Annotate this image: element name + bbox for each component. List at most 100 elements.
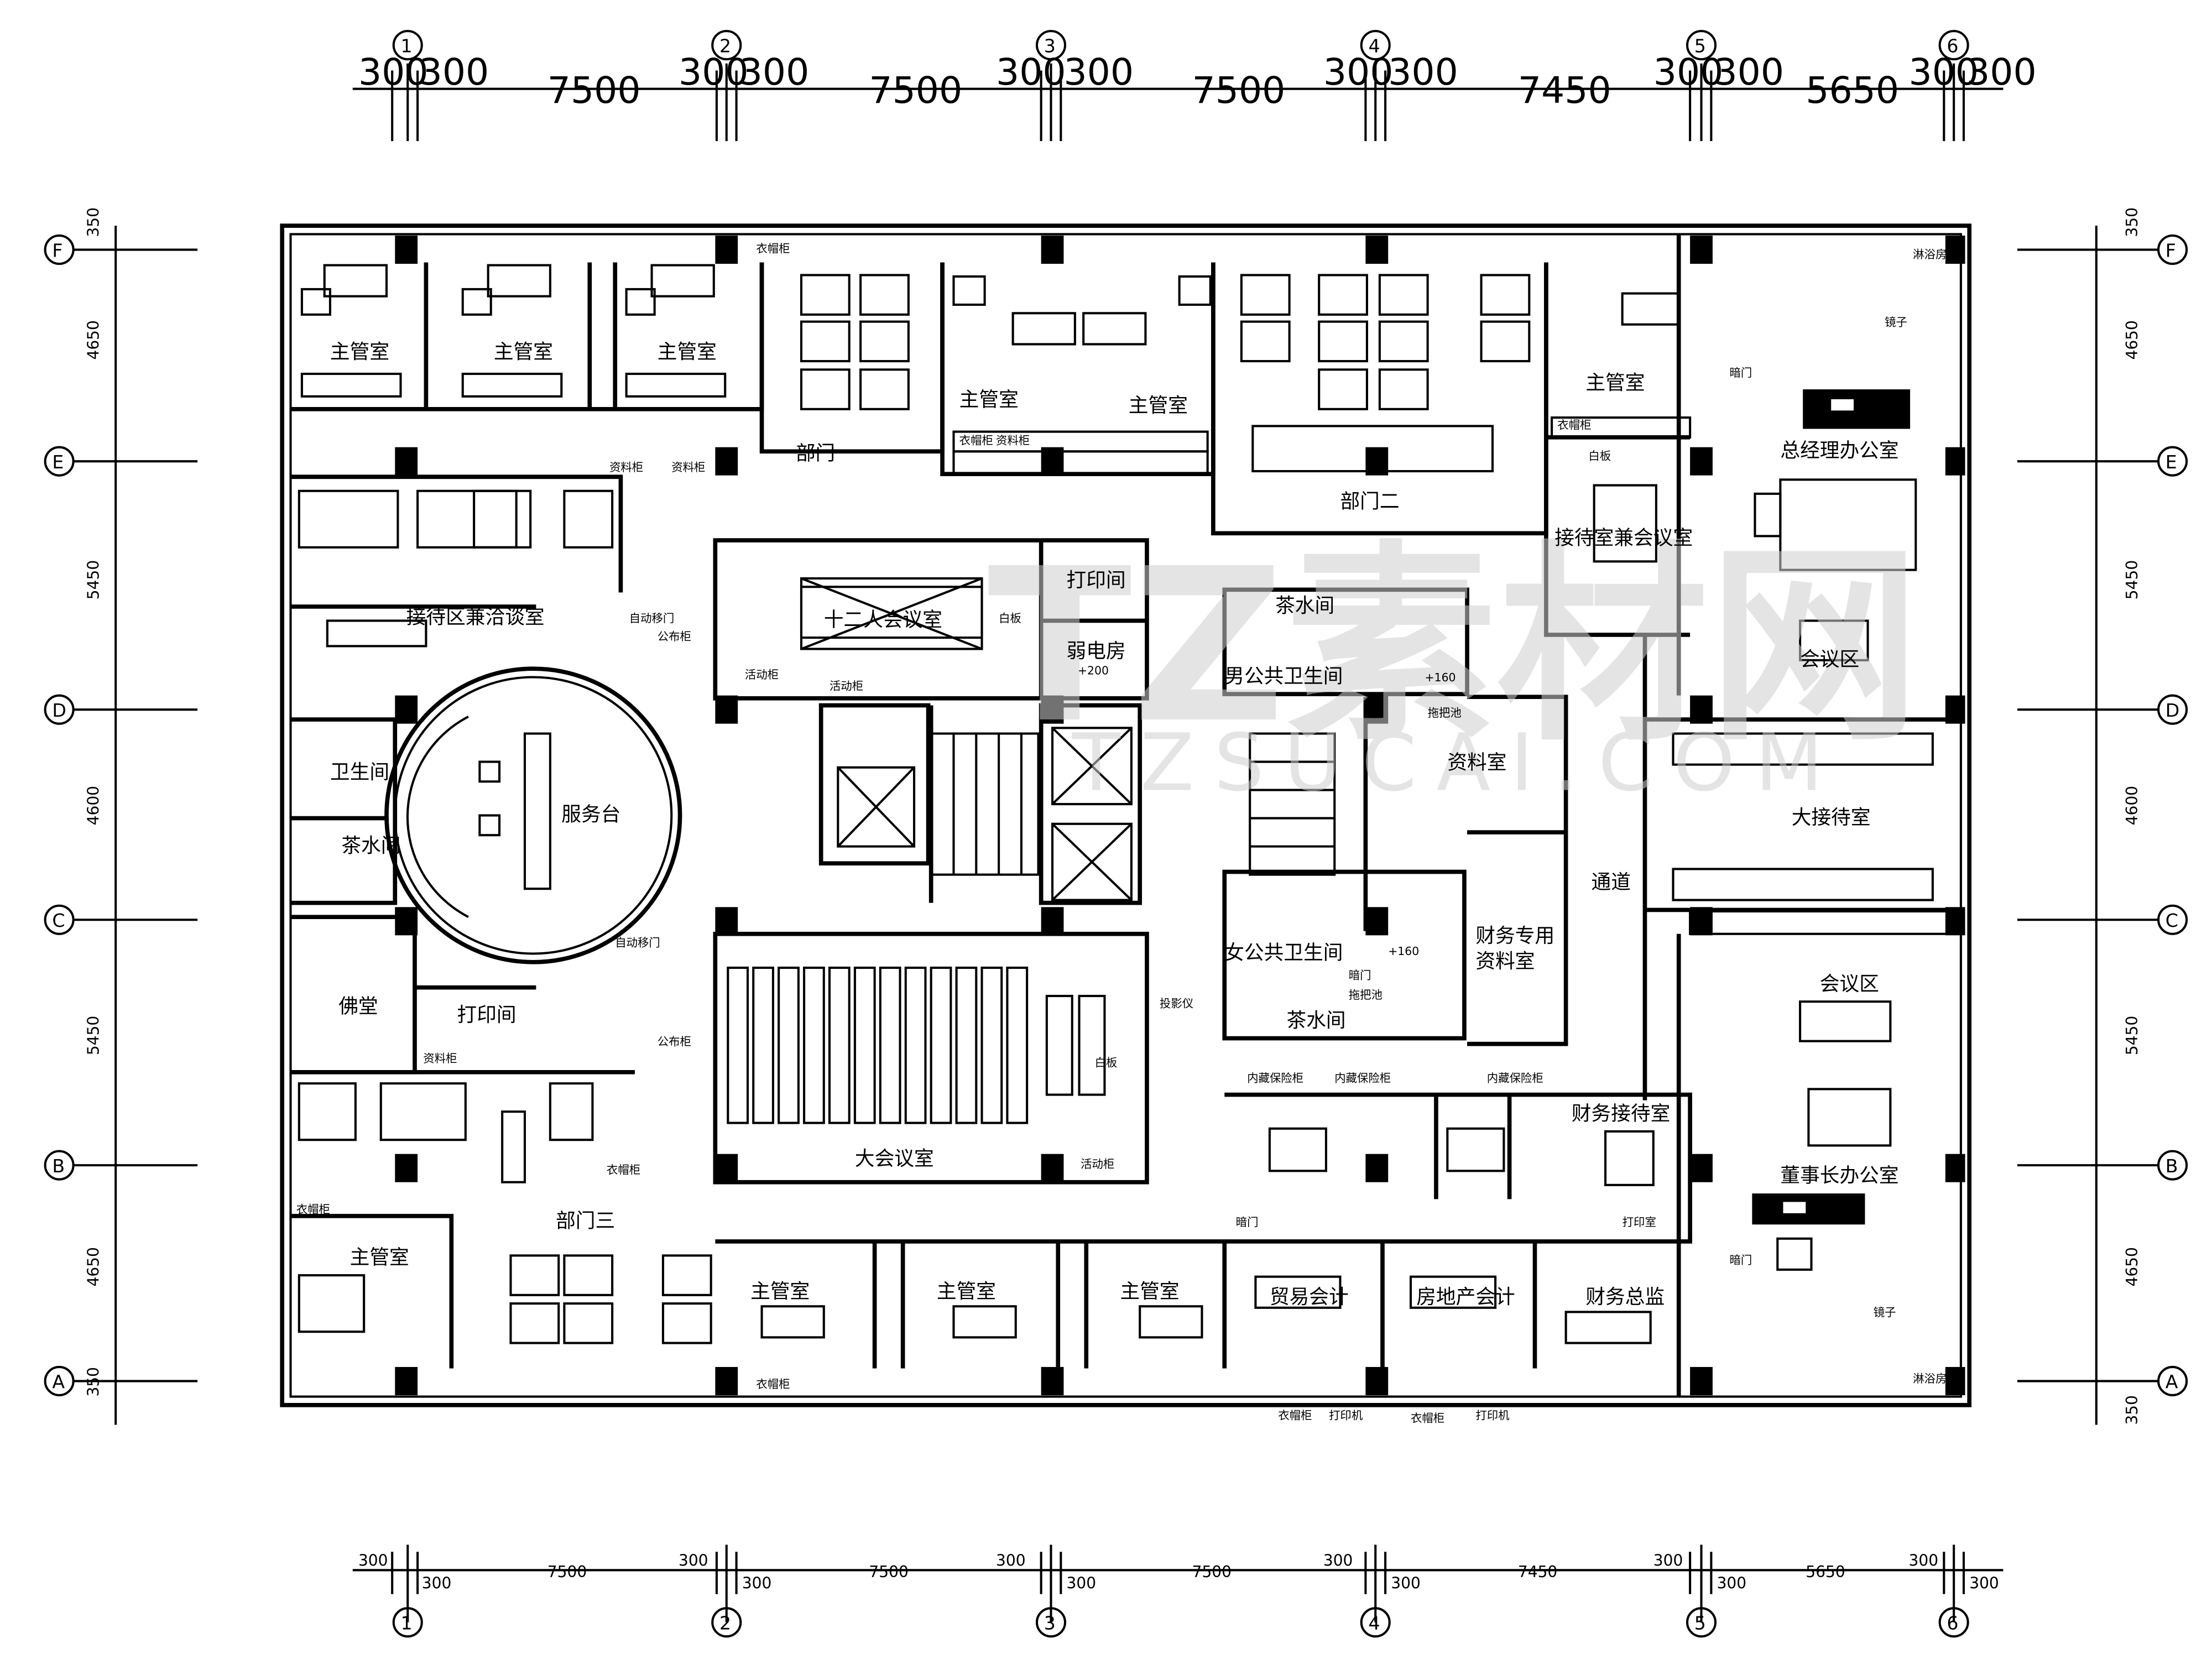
label-whiteboard-1: 白板	[1588, 450, 1611, 463]
label-projector: 投影仪	[1160, 997, 1193, 1010]
label-wardrobe-1: 衣帽柜	[756, 242, 790, 255]
axis-col-3-top: 3	[1044, 35, 1056, 56]
dim-side-right-1: 4650	[2123, 320, 2141, 359]
label-print-room-small: 打印室	[1623, 1215, 1656, 1229]
axis-row-A-right: A	[2166, 1371, 2178, 1392]
watermark-main: TZ素材网	[988, 524, 1920, 770]
dim-side-right-4: 5450	[2123, 1016, 2141, 1055]
room-corridor: 通道	[1592, 871, 1631, 894]
label-mirror-2: 镜子	[1874, 1306, 1896, 1319]
room-male-wc: 男公共卫生间	[1224, 665, 1343, 688]
gm-desk	[1803, 389, 1911, 429]
annotation-labels: 衣帽柜 资料柜 资料柜 衣帽柜 资料柜 白板 衣帽柜 自动移门 公布柜 活动柜 …	[296, 242, 1947, 1425]
dim-bottom-14: 300	[1717, 1574, 1747, 1592]
label-wardrobe-7: 衣帽柜	[1278, 1408, 1312, 1422]
dim-top-2: 300	[419, 50, 489, 93]
room-supervisor-4: 主管室	[959, 389, 1019, 411]
stair-core	[800, 577, 1336, 901]
label-wardrobe-4: 衣帽柜	[607, 1163, 640, 1176]
axis-row-E-right: E	[2166, 451, 2177, 473]
room-labels: 主管室 主管室 主管室 部门一 主管室 主管室 部门二 主管室 总经理办公室 接…	[330, 341, 1899, 1308]
dim-top-6: 7500	[869, 69, 962, 112]
label-shower-2: 淋浴房	[1913, 1372, 1947, 1385]
dim-side-right-3: 4600	[2123, 786, 2141, 825]
axis-col-2-top: 2	[719, 35, 731, 56]
label-mop-b: 拖把池	[1349, 988, 1383, 1001]
room-supervisor-2: 主管室	[494, 341, 553, 363]
dim-bottom-2: 300	[422, 1574, 452, 1592]
watermark-sub: TZSUCAI.COM	[1072, 717, 1843, 809]
room-supervisor-7: 主管室	[350, 1246, 409, 1269]
room-big-reception: 大接待室	[1792, 806, 1871, 829]
label-safe-3: 内藏保险柜	[1487, 1072, 1543, 1085]
dim-top-3: 7500	[547, 69, 641, 112]
dim-bottom-15: 5650	[1806, 1563, 1845, 1581]
room-supervisor-8: 主管室	[750, 1280, 810, 1303]
service-desk-rotunda	[384, 666, 682, 964]
axis-col-6-top: 6	[1947, 35, 1958, 56]
room-buddha-hall: 佛堂	[338, 995, 378, 1018]
label-safe-1: 内藏保险柜	[1247, 1072, 1303, 1085]
dim-side-left-2: 5450	[85, 560, 103, 599]
room-finance-reception: 财务接待室	[1572, 1103, 1671, 1125]
axis-col-4-top: 4	[1368, 35, 1380, 56]
label-shower-1: 淋浴房	[1913, 248, 1947, 261]
dim-bottom-5: 300	[742, 1574, 772, 1592]
dim-bottom-4: 300	[679, 1552, 708, 1570]
dim-side-right-350a: 350	[2123, 207, 2141, 237]
room-supervisor-5: 主管室	[1129, 394, 1188, 417]
room-chairman-office: 董事长办公室	[1780, 1165, 1898, 1187]
label-wardrobe-5: 衣帽柜	[296, 1203, 330, 1216]
chairman-desk-item	[1783, 1202, 1806, 1213]
label-movable-3: 活动柜	[1081, 1157, 1114, 1171]
label-auto-door-1: 自动移门	[629, 612, 675, 625]
axis-row-F-left: F	[52, 239, 62, 261]
label-elev-200: +200	[1078, 664, 1109, 677]
axis-col-3-bottom: 3	[1044, 1612, 1056, 1634]
room-conf12: 十二人会议室	[824, 609, 942, 632]
room-trade-acct: 贸易会计	[1270, 1286, 1349, 1308]
axis-row-B-left: B	[52, 1155, 65, 1177]
label-cabinet-2: 资料柜	[671, 461, 705, 474]
dim-bottom-6: 7500	[869, 1563, 908, 1581]
dim-top-16: 300	[1909, 50, 1979, 93]
label-notice-1: 公布柜	[658, 630, 691, 643]
axis-row-C-left: C	[52, 910, 65, 931]
dim-top-9: 7500	[1192, 69, 1286, 112]
room-tea-bottom: 茶水间	[1287, 1009, 1346, 1032]
room-supervisor-1: 主管室	[330, 341, 389, 363]
axis-col-5-bottom: 5	[1694, 1612, 1706, 1634]
dim-top-11: 300	[1388, 50, 1458, 93]
room-print-left: 打印间	[457, 1004, 517, 1026]
label-wardrobe-8: 衣帽柜	[1411, 1411, 1444, 1425]
axis-row-B-right: B	[2166, 1155, 2178, 1177]
dim-side-left-5: 4650	[85, 1247, 103, 1286]
axis-row-D-left: D	[52, 700, 66, 721]
room-supervisor-10: 主管室	[1120, 1280, 1180, 1303]
label-whiteboard-3: 白板	[1095, 1056, 1118, 1070]
building-outline	[280, 223, 1972, 1407]
room-service-desk: 服务台	[561, 804, 620, 826]
label-wardrobe-3: 衣帽柜	[1557, 419, 1591, 432]
label-hidden-door-a: 暗门	[1349, 968, 1371, 982]
dim-bottom-10: 300	[1323, 1552, 1353, 1570]
dim-top-5: 300	[739, 50, 810, 93]
room-print-top: 打印间	[1067, 569, 1126, 592]
label-cabinet-1: 资料柜	[609, 461, 643, 474]
room-archive: 资料室	[1447, 751, 1506, 774]
axis-col-2-bottom: 2	[719, 1612, 731, 1634]
dim-side-right-5: 4650	[2123, 1247, 2141, 1286]
room-finance-director: 财务总监	[1585, 1286, 1665, 1308]
label-auto-door-2: 自动移门	[615, 936, 660, 950]
axis-col-6-bottom: 6	[1947, 1612, 1958, 1634]
dim-side-left-3: 4600	[85, 786, 103, 825]
dim-bottom-8: 300	[1067, 1574, 1097, 1592]
dim-bottom-13: 300	[1653, 1552, 1683, 1570]
room-supervisor-6: 主管室	[1585, 372, 1645, 394]
label-elev-160-a: +160	[1425, 671, 1456, 684]
dim-bottom-17: 300	[1969, 1574, 1999, 1592]
room-supervisor-3: 主管室	[658, 341, 717, 363]
conference-seat-grid	[727, 966, 1106, 1124]
dim-top-1: 300	[358, 50, 429, 93]
